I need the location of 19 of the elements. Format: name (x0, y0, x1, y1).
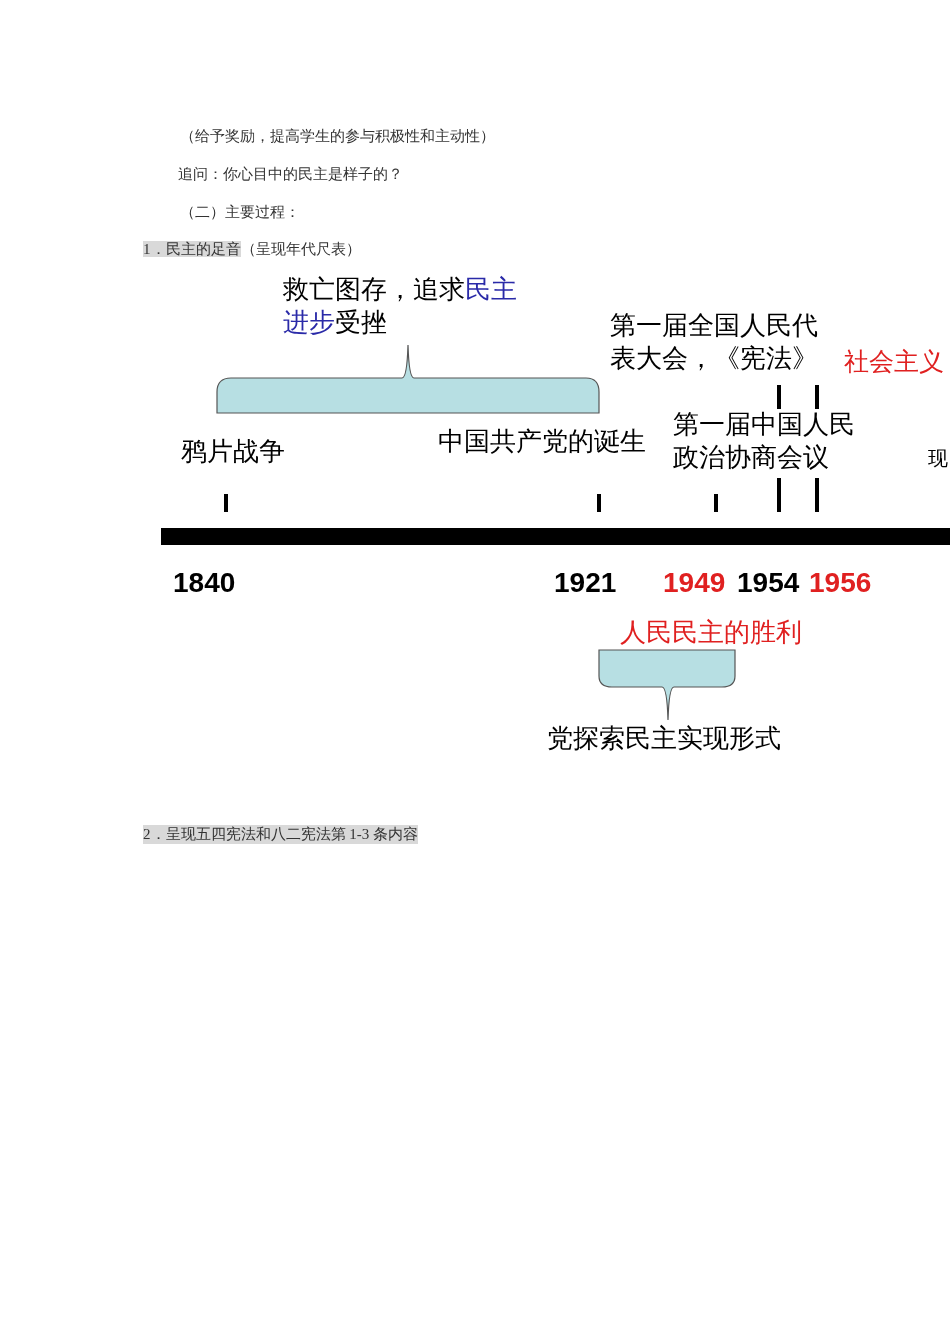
event-label: 第一届中国人民政治协商会议 (673, 409, 856, 474)
section-heading: （二）主要过程： (180, 203, 300, 222)
period-label: 人民民主的胜利 (620, 617, 802, 649)
event-label: 第一届全国人民代表大会，《宪法》 (610, 310, 819, 375)
period-label: 救亡图存，追求民主进步受挫 (283, 274, 518, 339)
section-heading: 1．民主的足音（呈现年代尺表） (143, 240, 361, 259)
year-label: 1840 (173, 566, 236, 600)
event-label: 中国共产党的诞生 (438, 426, 646, 458)
event-label: 现 (928, 446, 948, 471)
year-label: 1949 (663, 566, 726, 600)
period-label: 党探索民主实现形式 (547, 723, 781, 755)
year-label: 1956 (809, 566, 872, 600)
year-label: 1921 (554, 566, 617, 600)
section-heading: 2．呈现五四宪法和八二宪法第 1-3 条内容 (143, 825, 418, 844)
question-text: 追问：你心目中的民主是样子的？ (178, 165, 403, 184)
year-label: 1954 (737, 566, 800, 600)
event-label: 鸦片战争 (181, 436, 285, 468)
period-label: 社会主义 (844, 347, 944, 377)
note-text: （给予奖励，提高学生的参与积极性和主动性） (180, 127, 495, 146)
